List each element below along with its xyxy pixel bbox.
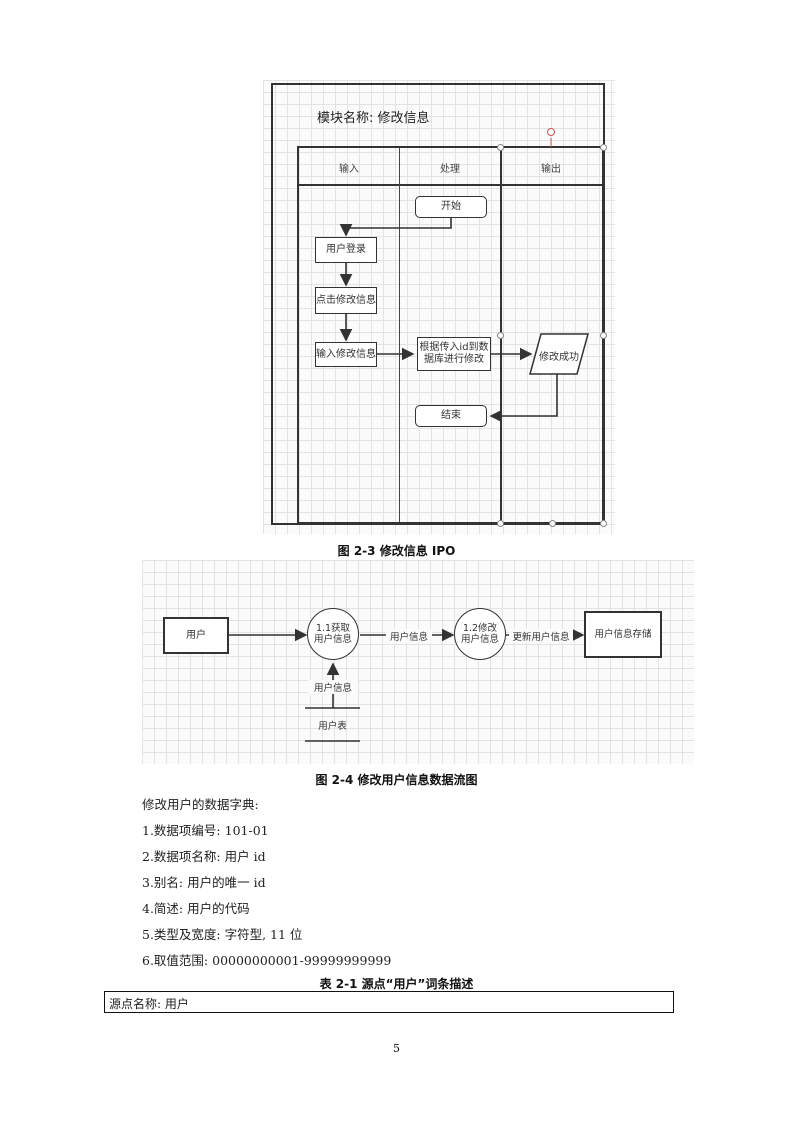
dictionary-item-6: 6.取值范围: 00000000001-99999999999 (142, 953, 392, 968)
figure-caption-dfd: 图 2-4 修改用户信息数据流图 (315, 773, 478, 787)
dictionary-heading: 修改用户的数据字典: (142, 797, 259, 812)
dfd-flow-label-mid: 用户信息 (386, 629, 432, 643)
ipo-figure: 模块名称: 修改信息 输入 处理 输出 开始 用户登录 点击修改信息 输入修改信… (263, 80, 615, 534)
node-start: 开始 (415, 196, 487, 218)
selection-handle (497, 332, 504, 339)
node-user-login: 用户登录 (315, 237, 377, 263)
figure-caption-ipo: 图 2-3 修改信息 IPO (337, 544, 456, 558)
node-input-modify: 输入修改信息 (315, 342, 377, 367)
ipo-connectors (339, 138, 558, 423)
selection-handle (600, 520, 607, 527)
node-output-parallelogram (529, 333, 589, 375)
dictionary-item-4: 4.简述: 用户的代码 (142, 901, 250, 916)
dfd-flow-label-out: 更新用户信息 (509, 629, 573, 643)
dfd-flow-label-in: 用户信息 (308, 680, 358, 694)
dfd-connectors (229, 628, 585, 742)
node-end: 结束 (415, 405, 487, 427)
dfd-external-entity: 用户 (163, 617, 229, 654)
dictionary-item-2: 2.数据项名称: 用户 id (142, 849, 266, 864)
dictionary-item-3: 3.别名: 用户的唯一 id (142, 875, 266, 890)
dfd-datastore-output: 用户信息存储 (584, 611, 662, 658)
dfd-process-1: 1.1获取用户信息 (307, 608, 359, 660)
node-click-modify: 点击修改信息 (315, 287, 377, 314)
ipo-title: 模块名称: 修改信息 (317, 111, 430, 126)
node-output-label: 修改成功 (539, 352, 579, 363)
dfd-figure: 用户 1.1获取用户信息 1.2修改用户信息 用户信息存储 用户表 用户信息 用… (142, 560, 694, 764)
lane-header-line (298, 184, 603, 186)
selection-handle (600, 332, 607, 339)
table-source-user: 源点名称: 用户 (104, 991, 674, 1013)
selection-handle (600, 144, 607, 151)
rotate-handle (547, 128, 555, 136)
lane-label-input: 输入 (339, 164, 359, 175)
dictionary-item-5: 5.类型及宽度: 字符型, 11 位 (142, 927, 303, 942)
dictionary-item-1: 1.数据项编号: 101-01 (142, 823, 269, 838)
selection-handle (497, 144, 504, 151)
ipo-lanes (297, 146, 603, 523)
selection-handle (497, 520, 504, 527)
node-process: 根据传入id到数据库进行修改 (417, 337, 491, 371)
page-number: 5 (393, 1042, 400, 1055)
table-caption: 表 2-1 源点“用户”词条描述 (319, 977, 474, 991)
table-row-source-name: 源点名称: 用户 (109, 997, 189, 1011)
dfd-process-2: 1.2修改用户信息 (454, 608, 506, 660)
lane-bottom-line (298, 522, 603, 524)
lane-divider-1 (399, 147, 400, 523)
lane-label-output: 输出 (541, 164, 561, 175)
lane-label-process: 处理 (440, 164, 460, 175)
dfd-datastore-input: 用户表 (318, 721, 347, 732)
selection-handle (549, 520, 556, 527)
ipo-frame (271, 83, 605, 525)
